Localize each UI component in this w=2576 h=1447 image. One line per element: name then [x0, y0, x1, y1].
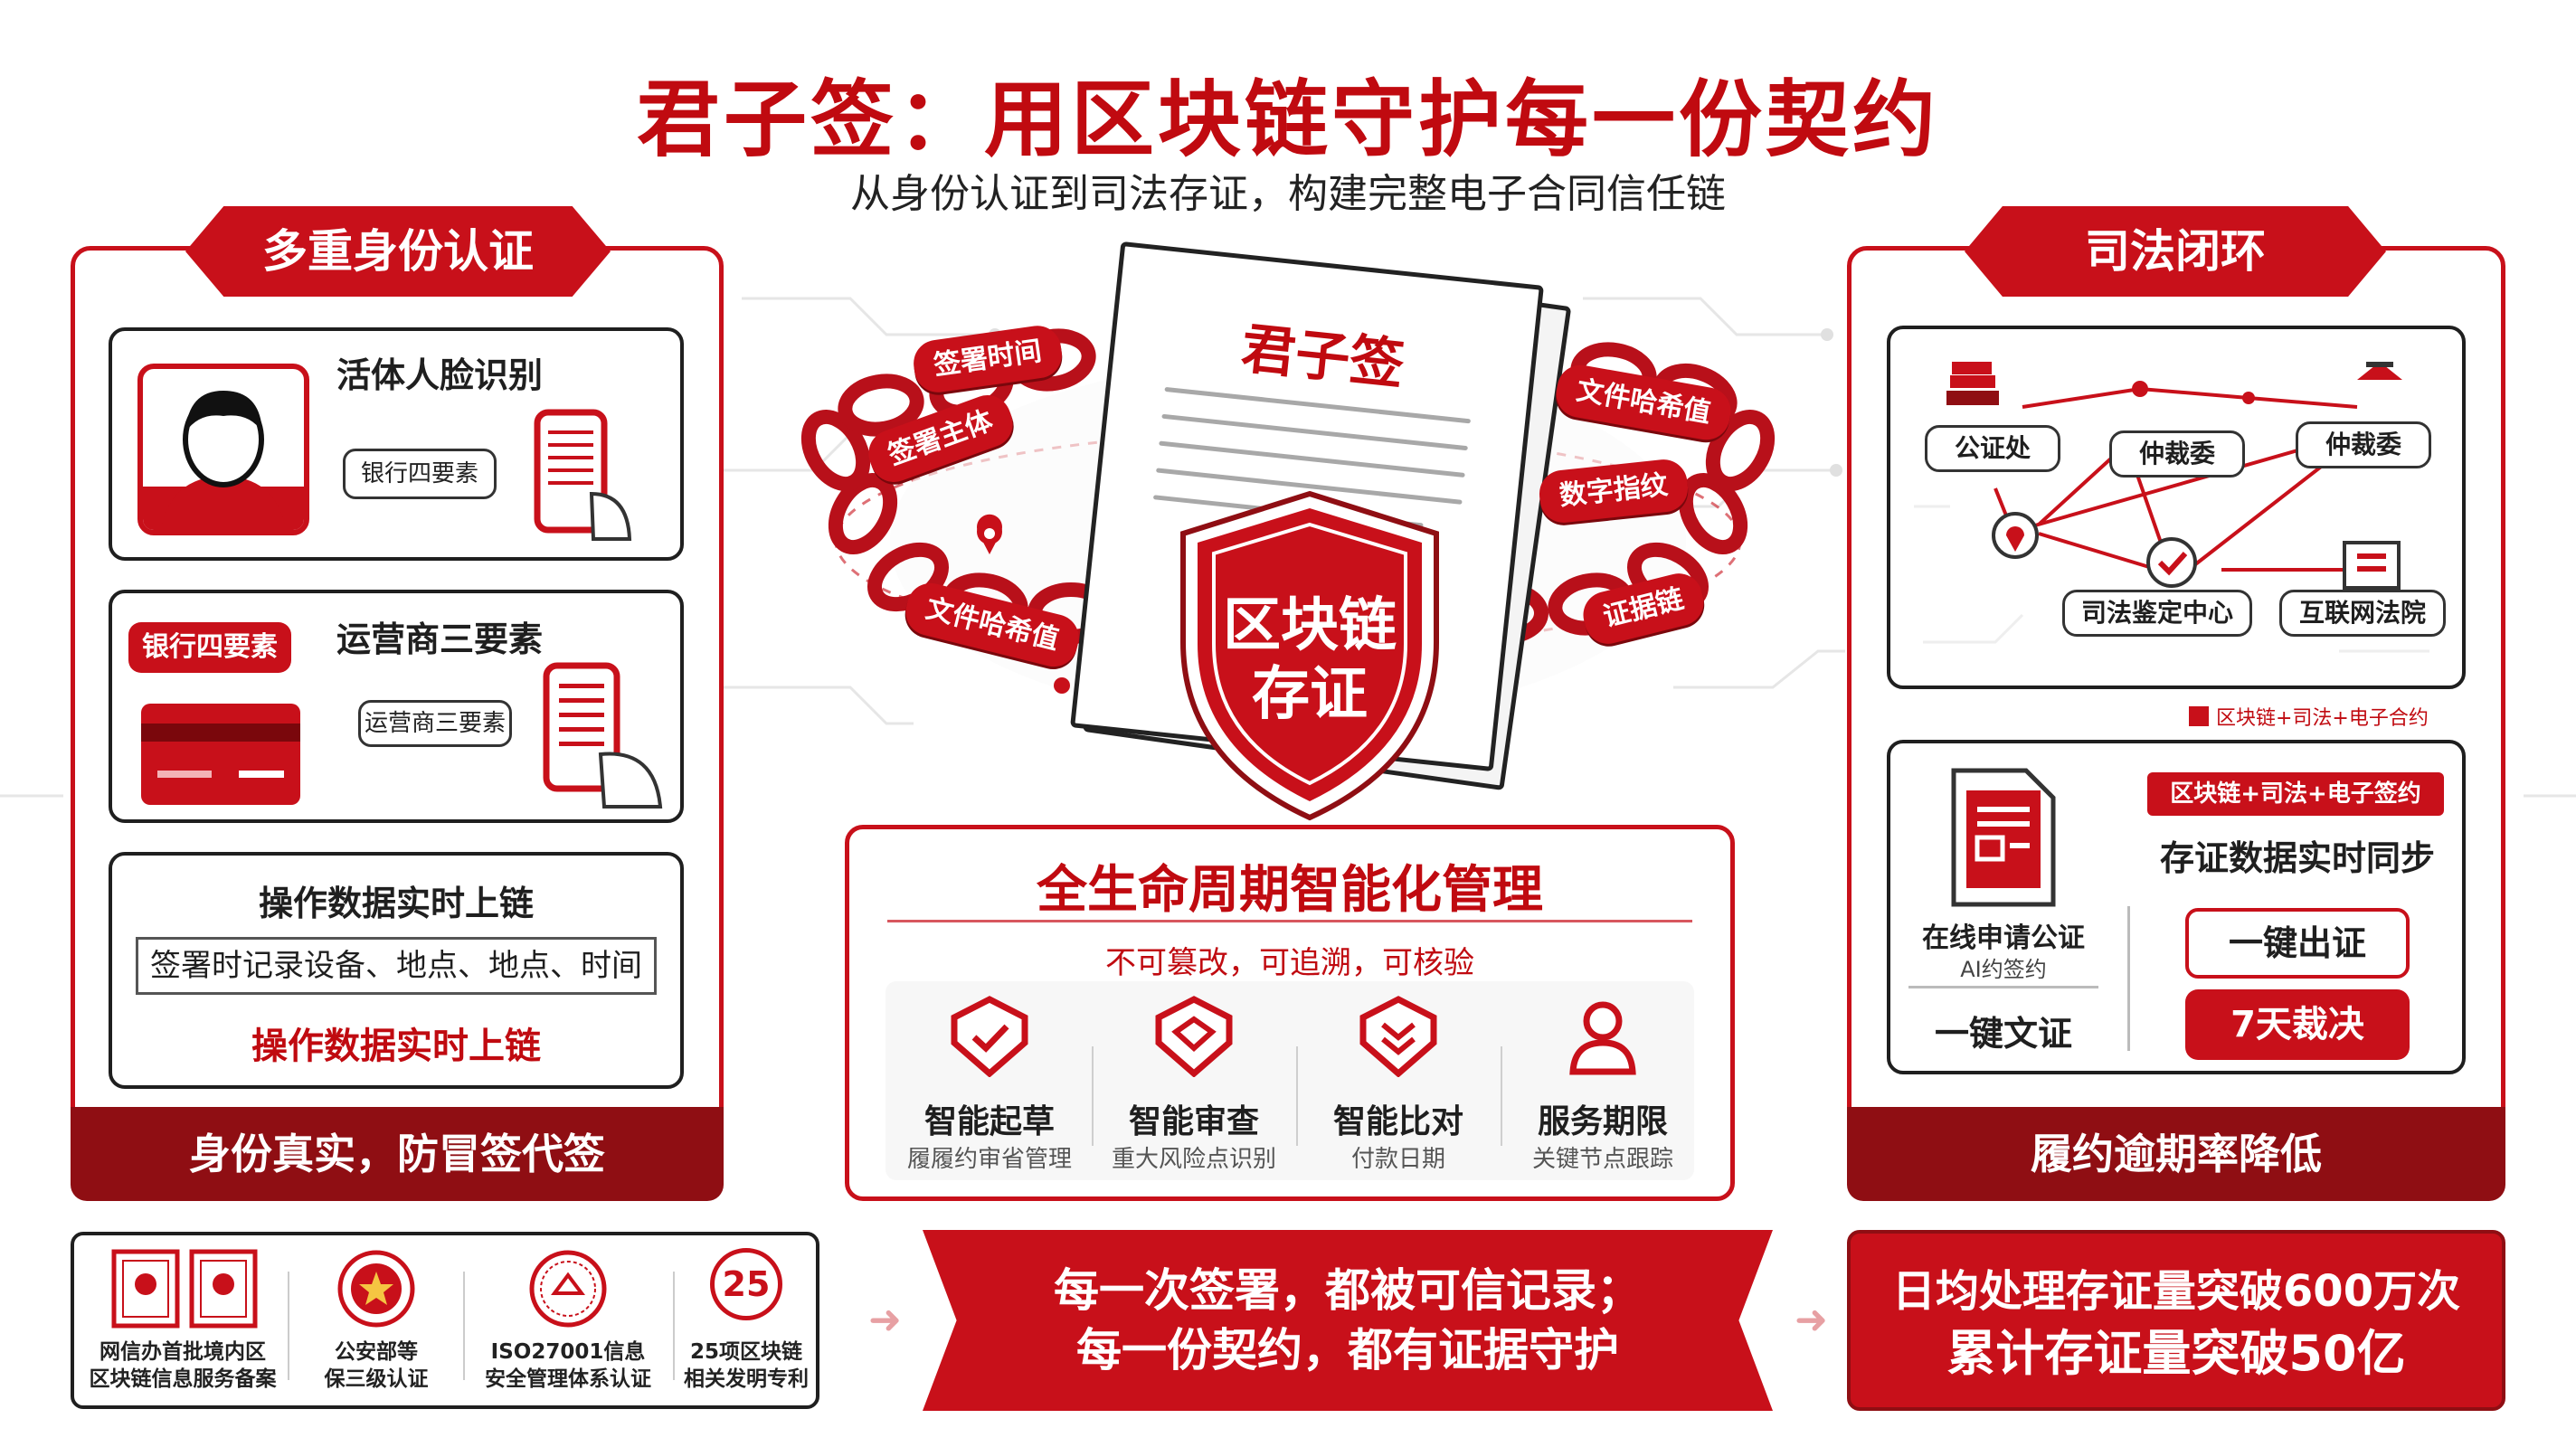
feature-drafting: 智能起草 履履约审省管理	[889, 996, 1090, 1177]
feature-divider	[1501, 1046, 1502, 1146]
node-arbitration-1: 仲裁委	[2109, 430, 2245, 478]
slogan-line2: 每一份契约，都有证据守护	[1076, 1324, 1619, 1376]
feature-service-desc: 关键节点跟踪	[1531, 1146, 1673, 1173]
seven-day-ruling-button[interactable]: 7天裁决	[2185, 989, 2410, 1060]
lifecycle-title: 全生命周期智能化管理	[1037, 861, 1543, 920]
cert-3-line2: 安全管理体系认证	[485, 1367, 651, 1391]
lifecycle-panel: 全生命周期智能化管理 不可篡改，可追溯，可核验 智能起草 履履约审省管理 智能审…	[845, 825, 1735, 1201]
shield-chevron-icon	[1359, 996, 1437, 1077]
person-icon	[1569, 1001, 1636, 1075]
sync-left-divider	[1908, 986, 2098, 988]
slogan-line1: 每一次签署，都被可信记录；	[1054, 1264, 1642, 1317]
cert-4-line2: 相关发明专利	[684, 1367, 809, 1391]
page-title: 君子签：用区块链守护每一份契约	[636, 71, 1939, 168]
diagram-caption: 区块链+司法+电子合约	[2189, 702, 2469, 733]
onchain-emphasis: 操作数据实时上链	[251, 1026, 541, 1067]
node-notary: 公证处	[1925, 425, 2060, 472]
sync-vertical-divider	[2127, 906, 2130, 1051]
bank-card-icon	[141, 704, 300, 805]
bank-four-elements-tag: 银行四要素	[128, 622, 291, 673]
one-click-certify-button[interactable]: 一键文证	[1934, 1014, 2072, 1054]
cert-3-line1: ISO27001信息	[490, 1340, 646, 1364]
shield-label-line1: 区块链	[1223, 592, 1397, 659]
certification-item: 25 25项区块链 相关发明专利	[678, 1248, 814, 1402]
cert-1-line2: 区块链信息服务备案	[89, 1367, 277, 1391]
arrow-right-icon: ➜	[1795, 1297, 1828, 1343]
judicial-panel-tab: 司法闭环	[1965, 206, 2386, 297]
diagram-caption-text: 区块链+司法+电子合约	[2216, 707, 2429, 730]
identity-panel-tab: 多重身份认证	[185, 206, 611, 297]
face-card-bubble: 银行四要素	[343, 449, 497, 499]
stats-banner: 日均处理存证量突破600万次 累计存证量突破50亿	[1847, 1230, 2505, 1411]
lifecycle-subtitle: 不可篡改，可追溯，可核验	[1105, 945, 1474, 981]
stats-line2: 累计存证量突破50亿	[1946, 1325, 2406, 1382]
sync-card: 在线申请公证 AI约签约 一键文证 区块链+司法+电子签约 存证数据实时同步 一…	[1887, 740, 2466, 1074]
certification-item: 公安部等 保三级认证	[295, 1248, 458, 1402]
sync-card-title: 存证数据实时同步	[2159, 838, 2435, 878]
feature-review-desc: 重大风险点识别	[1111, 1146, 1276, 1173]
arrow-right-icon: ➜	[868, 1297, 902, 1343]
caption-logo-icon	[2189, 706, 2209, 726]
identity-panel-footer: 身份真实，防冒签代签	[71, 1107, 724, 1201]
contract-doc-title: 君子签	[1238, 317, 1407, 398]
cert-2-line1: 公安部等	[335, 1340, 418, 1364]
face-recognition-card: 活体人脸识别 银行四要素	[109, 327, 684, 561]
feature-drafting-name: 智能起草	[923, 1103, 1055, 1140]
lifecycle-divider	[887, 920, 1692, 922]
phone-scan-icon	[534, 409, 632, 541]
onchain-card: 操作数据实时上链 签署时记录设备、地点、地点、时间 操作数据实时上链	[109, 852, 684, 1089]
sync-left-label1: 在线申请公证	[1922, 922, 2085, 954]
cert-1-line1: 网信办首批境内区	[99, 1340, 266, 1364]
patent-badge-icon: 25	[710, 1248, 782, 1320]
certification-item: 网信办首批境内区 区块链信息服务备案	[83, 1248, 282, 1402]
phone-document-icon	[543, 662, 663, 809]
one-click-notarize-button[interactable]: 一键出证	[2185, 908, 2410, 979]
feature-service-term: 服务期限 关键节点跟踪	[1502, 996, 1703, 1177]
certifications-box: 网信办首批境内区 区块链信息服务备案 公安部等 保三级认证 ISO27001信息…	[71, 1232, 819, 1409]
cert-2-line2: 保三级认证	[324, 1367, 429, 1391]
cert-divider	[463, 1272, 465, 1380]
sync-card-tag: 区块链+司法+电子签约	[2147, 772, 2444, 816]
node-forensic-center: 司法鉴定中心	[2062, 590, 2252, 637]
feature-divider	[1092, 1046, 1094, 1146]
blockchain-shield-icon	[1180, 490, 1439, 821]
shield-label-line2: 存证	[1252, 661, 1368, 728]
feature-service-name: 服务期限	[1537, 1103, 1668, 1140]
operator-card-bubble: 运营商三要素	[358, 700, 512, 747]
certificate-icon	[111, 1249, 258, 1329]
sync-left-label2: AI约签约	[1960, 957, 2047, 982]
police-seal-icon	[337, 1250, 415, 1328]
slogan-banner: 每一次签署，都被可信记录； 每一份契约，都有证据守护	[923, 1230, 1773, 1411]
judicial-panel-footer: 履约逾期率降低	[1847, 1107, 2505, 1201]
feature-divider	[1296, 1046, 1298, 1146]
shield-diamond-icon	[1155, 996, 1233, 1077]
document-stamp-icon	[1951, 768, 2056, 907]
feature-compare-name: 智能比对	[1332, 1103, 1463, 1140]
feature-compare-desc: 付款日期	[1350, 1146, 1445, 1173]
cert-4-line1: 25项区块链	[689, 1340, 802, 1364]
page-subtitle: 从身份认证到司法存证，构建完整电子合同信任链	[850, 171, 1726, 217]
cert-divider	[288, 1272, 289, 1380]
onchain-card-title: 操作数据实时上链	[258, 884, 534, 923]
face-avatar	[137, 364, 309, 535]
feature-review: 智能审查 重大风险点识别	[1094, 996, 1294, 1177]
operator-card-title: 运营商三要素	[336, 619, 544, 659]
feature-compare: 智能比对 付款日期	[1298, 996, 1499, 1177]
person-avatar-icon	[143, 391, 304, 530]
feature-review-name: 智能审查	[1128, 1103, 1259, 1140]
node-arbitration-2: 仲裁委	[2296, 421, 2431, 468]
certification-item: ISO27001信息 安全管理体系认证	[469, 1248, 668, 1402]
node-internet-court: 互联网法院	[2279, 590, 2446, 637]
feature-drafting-desc: 履履约审省管理	[906, 1146, 1072, 1173]
stats-line1: 日均处理存证量突破600万次	[1891, 1266, 2461, 1317]
iso-seal-icon	[529, 1250, 607, 1328]
record-text-box: 签署时记录设备、地点、地点、时间	[136, 937, 657, 995]
operator-card: 银行四要素 运营商三要素 运营商三要素	[109, 590, 684, 823]
face-card-title: 活体人脸识别	[336, 355, 544, 395]
cert-divider	[673, 1272, 675, 1380]
notary-book-icon	[1946, 362, 1999, 405]
shield-check-icon	[951, 996, 1028, 1077]
